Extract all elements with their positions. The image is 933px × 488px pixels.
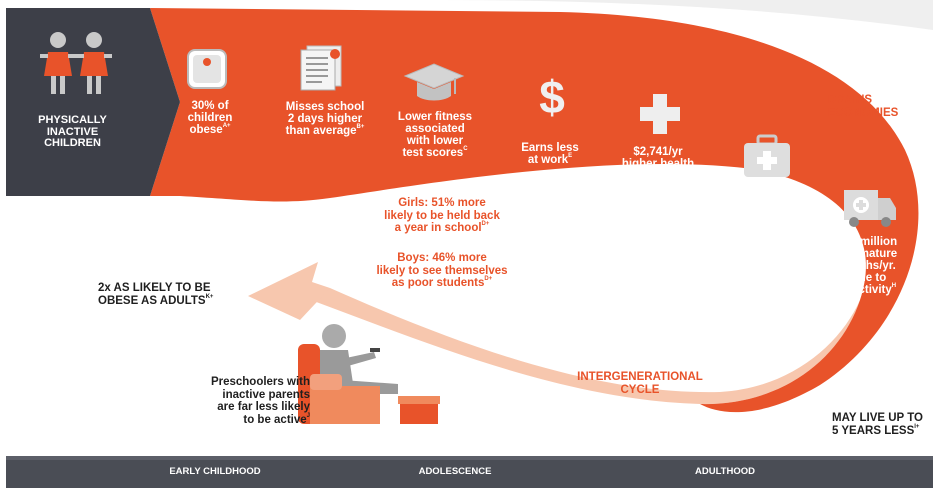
drains-economies-label: DRAINS ECONOMIES xyxy=(828,94,899,119)
return-arrow-band xyxy=(300,288,860,405)
obese-children-stat: 30% of children obeseA+ xyxy=(187,100,233,137)
timeline-bar-bg xyxy=(6,456,933,488)
earns-less-stat: Earns less at workE xyxy=(521,142,579,167)
live-less-stat: MAY LIVE UP TO 5 YEARS LESSI+ xyxy=(832,412,923,437)
lower-fitness-stat: Lower fitness associated with lower test… xyxy=(397,111,473,160)
timeline-early-childhood: EARLY CHILDHOOD xyxy=(169,466,261,477)
left-panel-label: PHYSICALLY INACTIVE CHILDREN xyxy=(38,114,107,150)
girls-stat: Girls: 51% more likely to be held back a… xyxy=(384,197,500,235)
ambulance-icon xyxy=(844,190,896,227)
documents-icon xyxy=(300,45,342,91)
timeline-adulthood: ADULTHOOD xyxy=(695,466,755,477)
preschoolers-stat: Preschoolers with inactive parents are f… xyxy=(210,376,310,426)
return-arrow-head xyxy=(248,262,330,320)
person-on-couch-icon xyxy=(298,324,440,424)
health-costs-stat: $2,741/yr higher health care costsF+ xyxy=(621,146,695,183)
intergenerational-cycle-label: INTERGENERATIONAL CYCLE xyxy=(577,371,703,396)
sick-days-stat: 1 week/yr of extra sick days takenG xyxy=(738,187,806,224)
boys-stat: Boys: 46% more likely to see themselves … xyxy=(376,252,508,290)
main-orange-band xyxy=(150,8,919,413)
premature-deaths-stat: 5.3 million premature deaths/yr. due to … xyxy=(840,236,898,297)
misses-school-stat: Misses school 2 days higher than average… xyxy=(285,101,365,138)
medical-kit-icon xyxy=(744,134,790,177)
timeline-adolescence: ADOLESCENCE xyxy=(418,466,492,477)
dollar-icon: $ xyxy=(539,71,565,123)
health-cross-icon xyxy=(640,94,680,134)
obese-adults-stat: 2x AS LIKELY TO BE OBESE AS ADULTSK+ xyxy=(98,282,214,307)
graduation-cap-icon xyxy=(403,63,465,101)
gray-sweep xyxy=(420,0,933,30)
children-icon xyxy=(40,32,112,94)
scale-icon xyxy=(187,49,227,89)
